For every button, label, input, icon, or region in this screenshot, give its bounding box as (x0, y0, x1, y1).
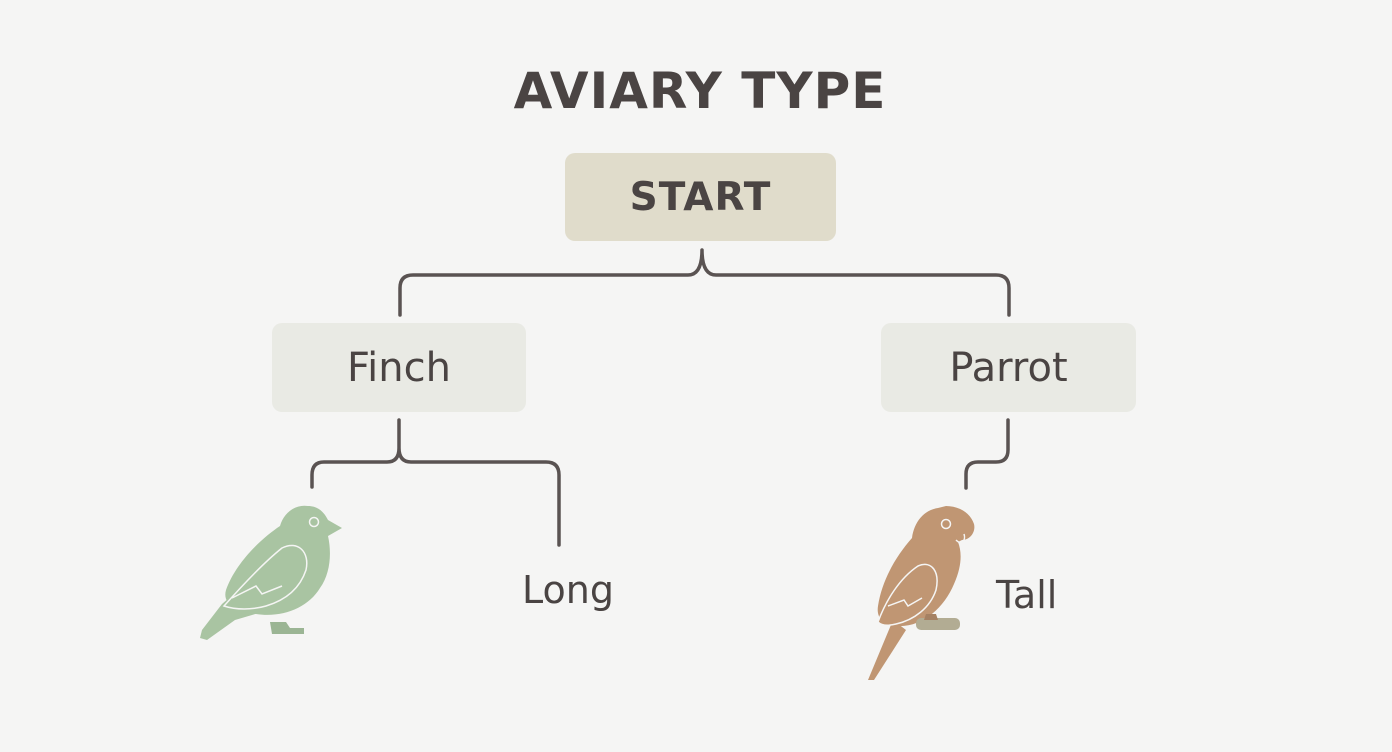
leaf-label-tall: Tall (996, 573, 1058, 617)
parrot-bird-icon (868, 506, 975, 680)
diagram-title: AVIARY TYPE (513, 62, 887, 120)
connector-start-branches (398, 248, 1011, 317)
connector-finch-branches (310, 418, 561, 547)
parrot-node: Parrot (881, 323, 1136, 412)
start-node: START (565, 153, 836, 241)
parrot-node-label: Parrot (949, 344, 1068, 391)
start-node-label: START (629, 174, 772, 220)
connector-parrot-branch (964, 418, 1010, 490)
leaf-label-long: Long (522, 568, 614, 612)
finch-bird-icon (200, 505, 342, 640)
finch-node: Finch (272, 323, 526, 412)
finch-node-label: Finch (347, 344, 451, 391)
